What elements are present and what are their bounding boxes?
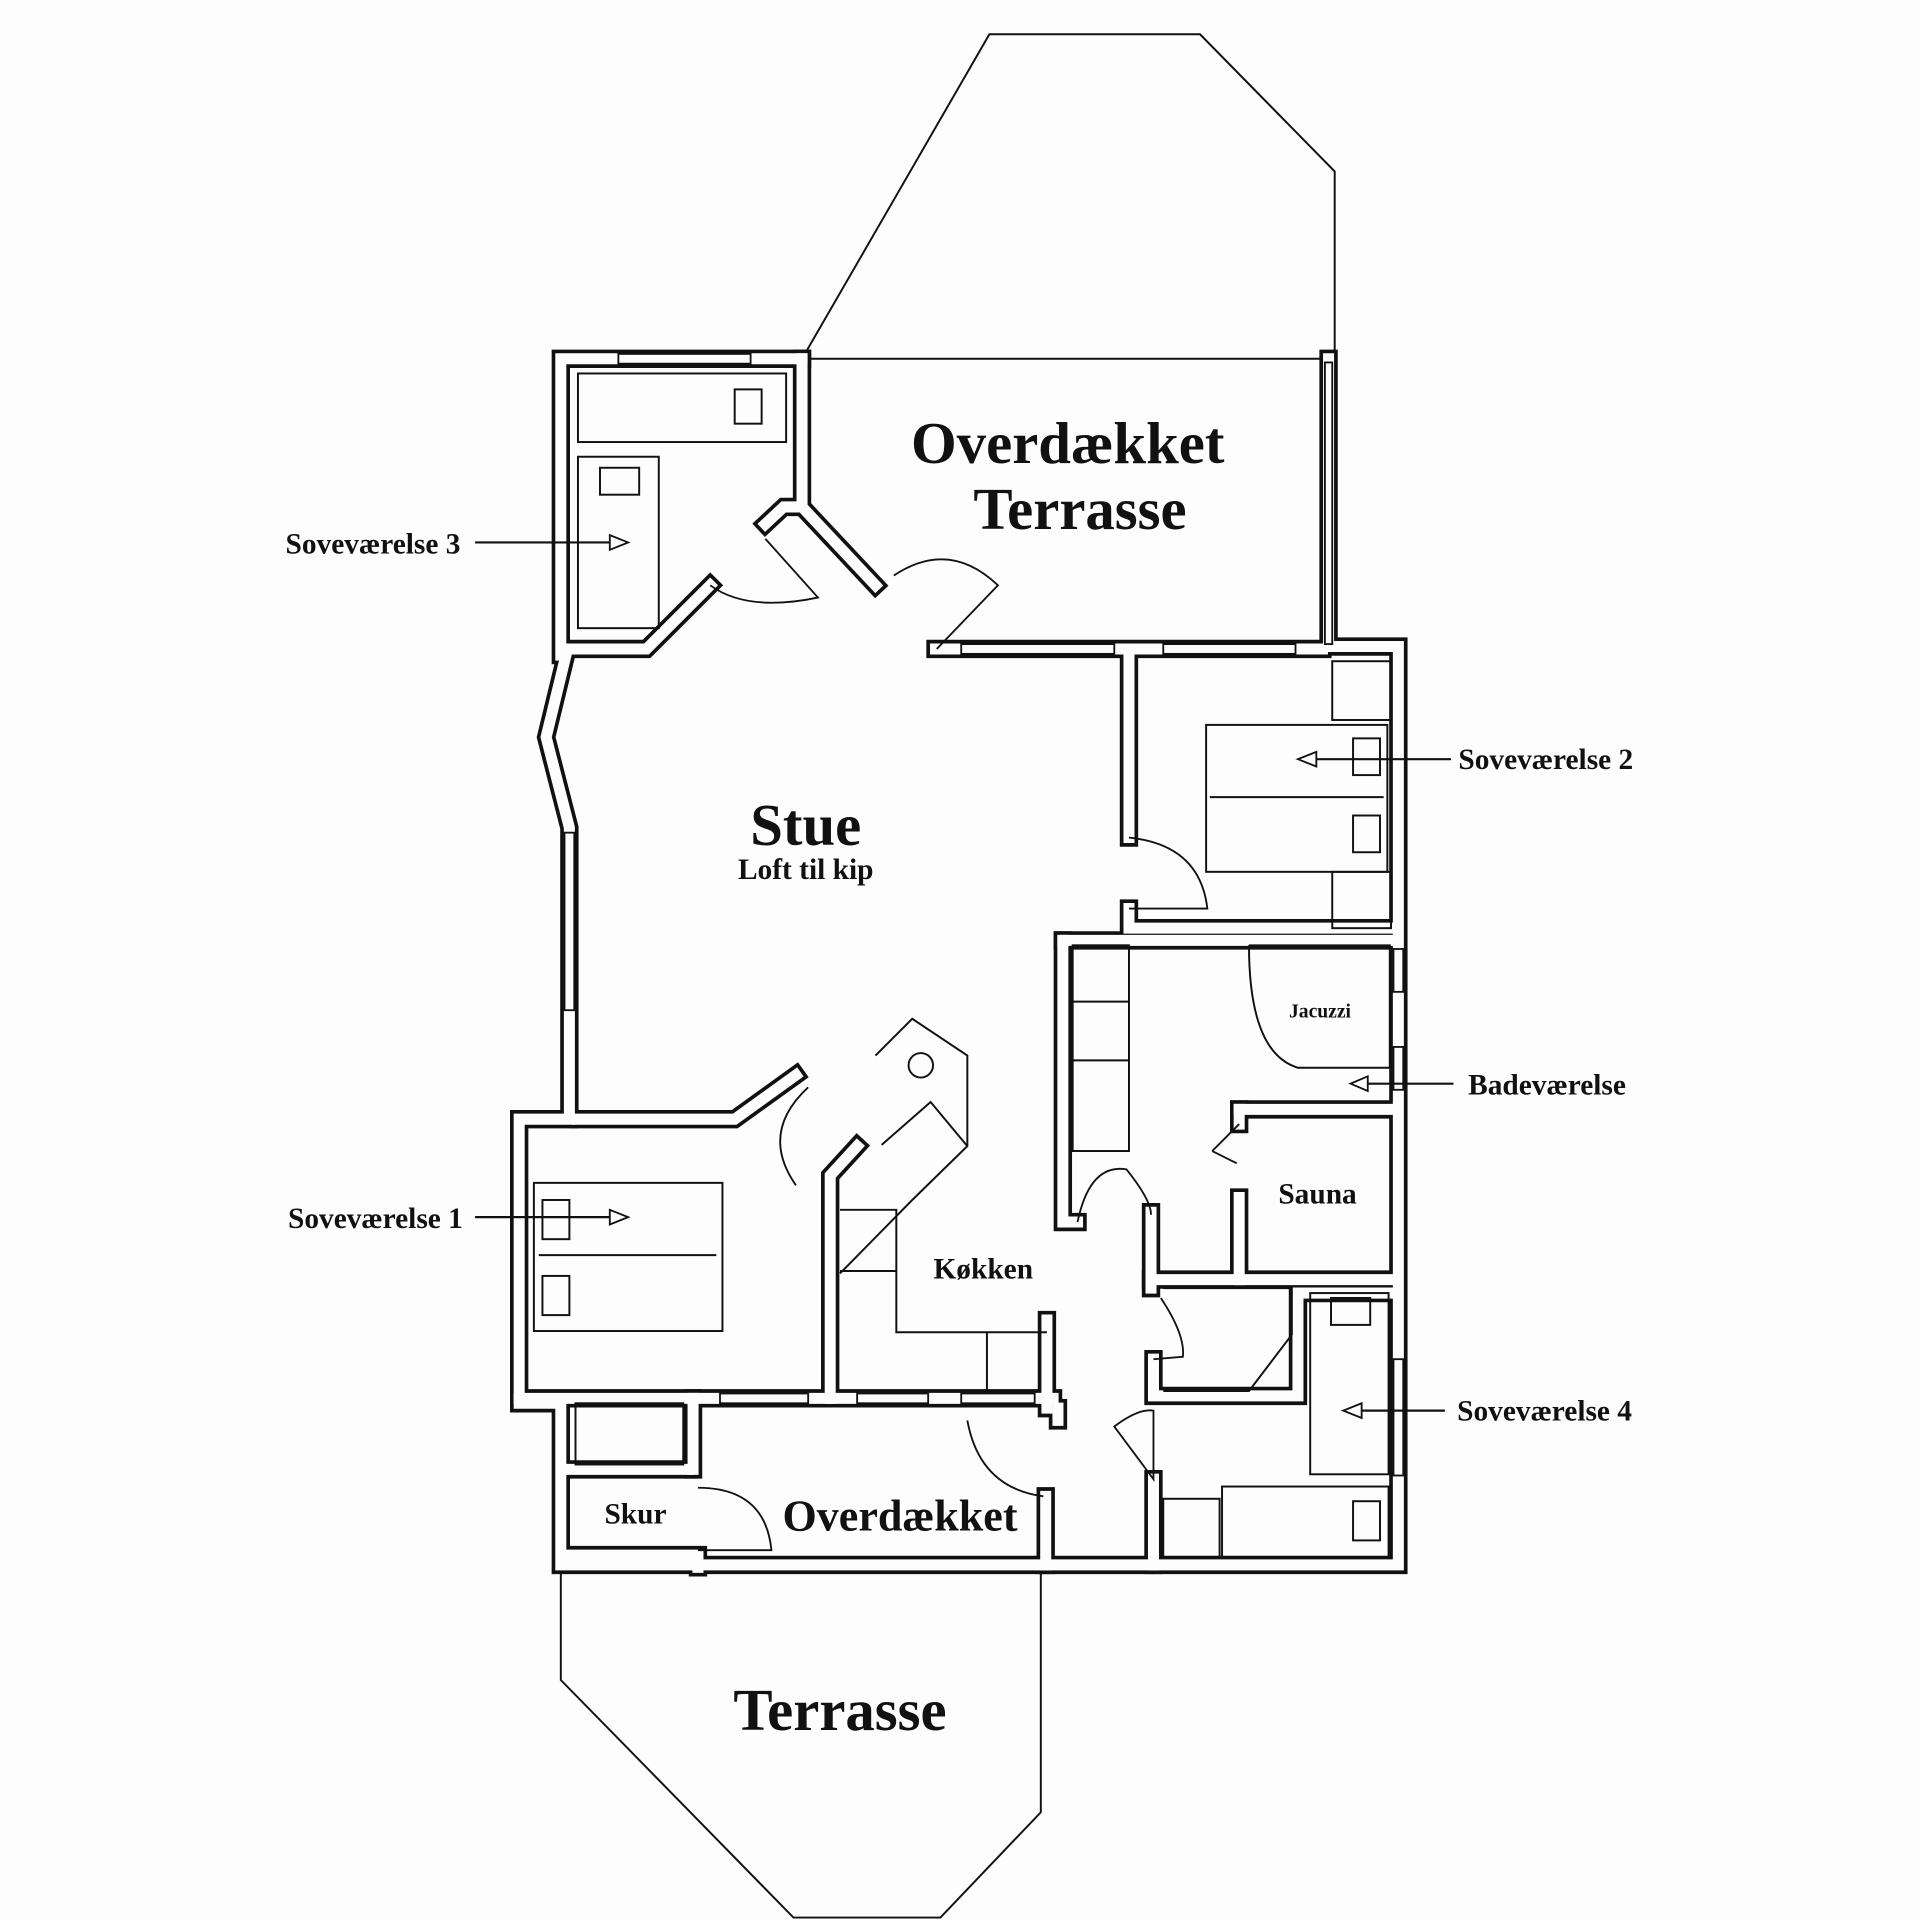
covered-bottom-label: Overdækket xyxy=(782,1492,1017,1541)
living-room-label: Stue xyxy=(750,793,861,858)
bedroom2-callout: Soveværelse 2 xyxy=(1458,744,1633,776)
covered-terrace-label-2: Terrasse xyxy=(973,477,1186,542)
doors xyxy=(697,538,1240,1552)
bedroom1-callout: Soveværelse 1 xyxy=(288,1203,463,1235)
shed-label: Skur xyxy=(604,1498,666,1530)
bedroom3-callout: Soveværelse 3 xyxy=(286,528,461,560)
sauna-label: Sauna xyxy=(1278,1179,1357,1211)
windows xyxy=(563,352,1405,1477)
arrow-icon xyxy=(1295,750,1318,768)
arrow-icon xyxy=(608,533,631,552)
living-room-note: Loft til kip xyxy=(738,854,873,886)
bottom-terrace-outline xyxy=(559,1571,1042,1919)
bedroom4-callout: Soveværelse 4 xyxy=(1457,1395,1632,1427)
arrow-icon xyxy=(1348,1074,1369,1093)
jacuzzi-label: Jacuzzi xyxy=(1289,1002,1352,1023)
covered-terrace-label: Overdækket xyxy=(911,411,1225,476)
furniture xyxy=(532,372,1392,1559)
arrow-icon xyxy=(608,1208,631,1226)
walls xyxy=(510,349,1408,1577)
bathroom-callout: Badeværelse xyxy=(1468,1070,1626,1102)
top-terrace-outline xyxy=(801,33,1336,360)
arrow-icon xyxy=(1340,1401,1363,1420)
kitchen-label: Køkken xyxy=(933,1253,1033,1285)
terrace-bottom-label: Terrasse xyxy=(733,1678,946,1743)
